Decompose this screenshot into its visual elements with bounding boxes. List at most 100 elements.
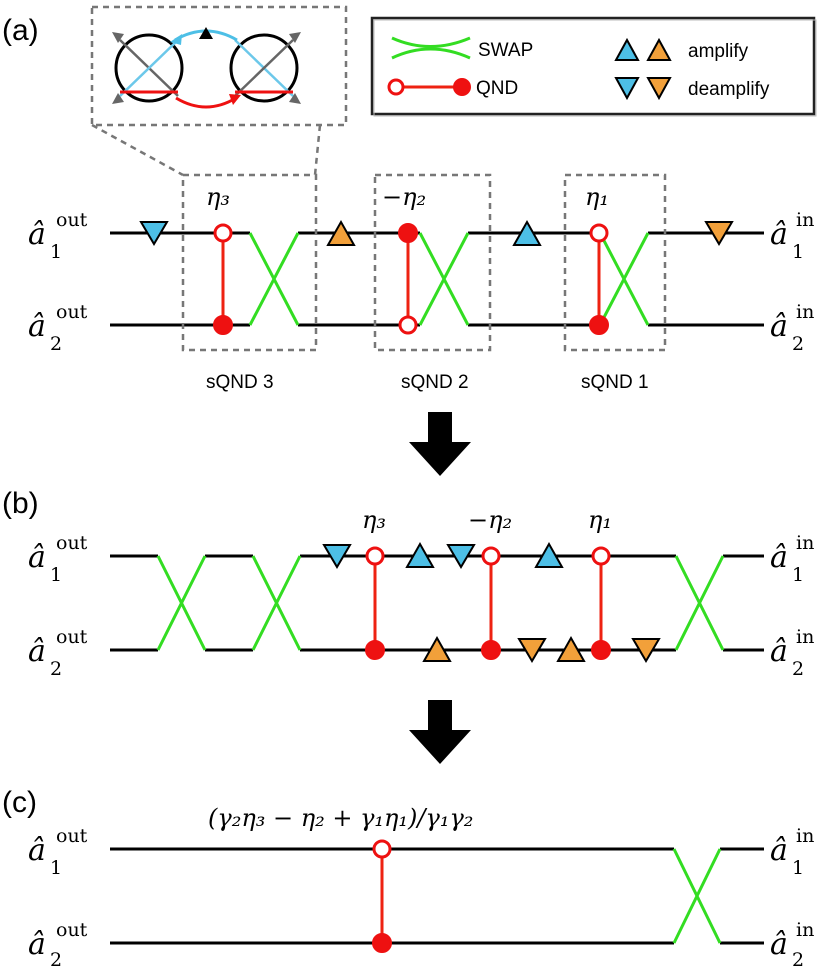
svg-text:â: â xyxy=(770,540,788,575)
combined-coupling-formula: (γ₂η₃ − η₂ + γ₁η₁)/γ₁γ₂ xyxy=(208,804,473,832)
eta3-label-a: η₃ xyxy=(206,183,230,211)
svg-text:out: out xyxy=(56,532,88,554)
legend-deamplify-label: deamplify xyxy=(688,79,770,100)
wire-label-b1-out: â out 1 xyxy=(28,532,88,586)
wire-label-a2-out: â out 2 xyxy=(28,301,88,355)
sqnd-box-2 xyxy=(373,173,492,352)
legend-amplify-blue xyxy=(614,37,640,61)
wire-label-c2-in: â in 2 xyxy=(770,919,814,967)
transform-arrow-2 xyxy=(409,700,471,764)
panel-c-circuit: (γ₂η₃ − η₂ + γ₁η₁)/γ₁γ₂ â out 1 â out 2 … xyxy=(28,804,814,967)
inset-box xyxy=(90,5,348,127)
eta2-label-b: −η₂ xyxy=(468,506,512,534)
deamplify-blue xyxy=(446,544,476,569)
panel-a-circuit: η₃ −η₂ η₁ sQND 3 sQND 2 sQND 1 â out 1 â… xyxy=(28,173,814,393)
svg-text:â: â xyxy=(770,634,788,669)
legend-qnd-filled-dot xyxy=(453,78,471,96)
svg-text:1: 1 xyxy=(792,564,804,586)
qnd-filled-dot xyxy=(481,640,501,660)
inset-connector-right xyxy=(313,124,322,176)
panel-b-circuit: η₃ −η₂ η₁ â out 1 â out 2 â in 1 â in 2 xyxy=(28,506,814,680)
svg-text:â: â xyxy=(770,927,788,962)
legend-swap-symbol xyxy=(391,36,471,48)
swap-gate-2 xyxy=(418,232,470,326)
legend-deamplify-blue xyxy=(614,77,640,101)
qnd-open-dot xyxy=(589,223,609,243)
panel-label-c: (c) xyxy=(2,786,37,819)
svg-text:in: in xyxy=(796,825,814,847)
inset-arrowhead xyxy=(229,94,241,105)
svg-text:out: out xyxy=(56,626,88,648)
legend-swap-label: SWAP xyxy=(478,40,533,61)
legend: SWAP QND amplify deamplify xyxy=(370,16,817,117)
inset-arc xyxy=(175,96,237,109)
wire-label-a2-in: â in 2 xyxy=(770,301,814,355)
svg-text:1: 1 xyxy=(792,857,804,879)
svg-text:2: 2 xyxy=(50,333,62,355)
svg-text:2: 2 xyxy=(792,949,804,967)
swap-gate xyxy=(156,555,207,651)
deamplify-orange xyxy=(704,221,734,246)
svg-text:â: â xyxy=(770,833,788,868)
legend-qnd-open-dot xyxy=(387,78,405,96)
qnd-filled-dot xyxy=(213,315,233,335)
svg-text:1: 1 xyxy=(792,241,804,263)
svg-text:in: in xyxy=(796,209,814,231)
qnd-open-dot xyxy=(481,546,501,566)
amplify-orange xyxy=(326,219,356,246)
amplify-orange xyxy=(556,635,586,662)
svg-text:â: â xyxy=(28,927,46,962)
amplify-blue xyxy=(405,541,435,568)
svg-text:2: 2 xyxy=(50,949,62,967)
wire-label-c1-in: â in 1 xyxy=(770,825,814,879)
inset-arrowhead xyxy=(289,32,301,43)
deamplify-orange xyxy=(517,638,547,663)
svg-text:â: â xyxy=(28,309,46,344)
sqnd-box-3 xyxy=(181,173,318,352)
inset-line xyxy=(234,39,294,97)
swap-gate xyxy=(672,848,722,944)
swap-gate-3 xyxy=(248,232,300,326)
inset-mode-circle-left xyxy=(114,33,184,103)
svg-text:out: out xyxy=(56,209,88,231)
svg-text:in: in xyxy=(796,626,814,648)
svg-text:â: â xyxy=(770,217,788,252)
swap-gate xyxy=(251,555,302,651)
qnd-open-dot xyxy=(213,223,233,243)
qnd-open-dot xyxy=(372,839,392,859)
inset-line xyxy=(119,39,179,97)
deamplify-orange xyxy=(631,638,661,663)
inset-arrowhead xyxy=(289,93,301,104)
svg-text:â: â xyxy=(28,217,46,252)
inset-arrowhead xyxy=(112,93,124,104)
sqnd1-label: sQND 1 xyxy=(581,372,649,393)
svg-text:in: in xyxy=(796,919,814,941)
svg-text:1: 1 xyxy=(50,564,62,586)
panel-label-b: (b) xyxy=(2,487,39,520)
inset-arrowhead xyxy=(112,32,124,43)
amplify-blue xyxy=(534,541,564,568)
wire-label-a1-in: â in 1 xyxy=(770,209,814,263)
svg-text:â: â xyxy=(28,540,46,575)
svg-text:â: â xyxy=(28,833,46,868)
qnd-open-dot xyxy=(398,315,418,335)
swap-gate-1 xyxy=(598,232,650,326)
legend-amplify-label: amplify xyxy=(688,41,749,62)
wire-label-b1-in: â in 1 xyxy=(770,532,814,586)
wire-label-c1-out: â out 1 xyxy=(28,825,88,879)
svg-text:in: in xyxy=(796,301,814,323)
inset-connector-left xyxy=(91,123,184,177)
sqnd2-label: sQND 2 xyxy=(401,372,469,393)
qnd-filled-dot xyxy=(589,315,609,335)
svg-text:1: 1 xyxy=(50,241,62,263)
panel-label-a: (a) xyxy=(2,14,39,47)
svg-text:â: â xyxy=(28,634,46,669)
svg-text:out: out xyxy=(56,301,88,323)
svg-text:in: in xyxy=(796,532,814,554)
legend-box xyxy=(370,16,816,116)
svg-text:1: 1 xyxy=(50,857,62,879)
svg-text:2: 2 xyxy=(792,658,804,680)
sqnd3-label: sQND 3 xyxy=(206,372,274,393)
svg-text:â: â xyxy=(770,309,788,344)
